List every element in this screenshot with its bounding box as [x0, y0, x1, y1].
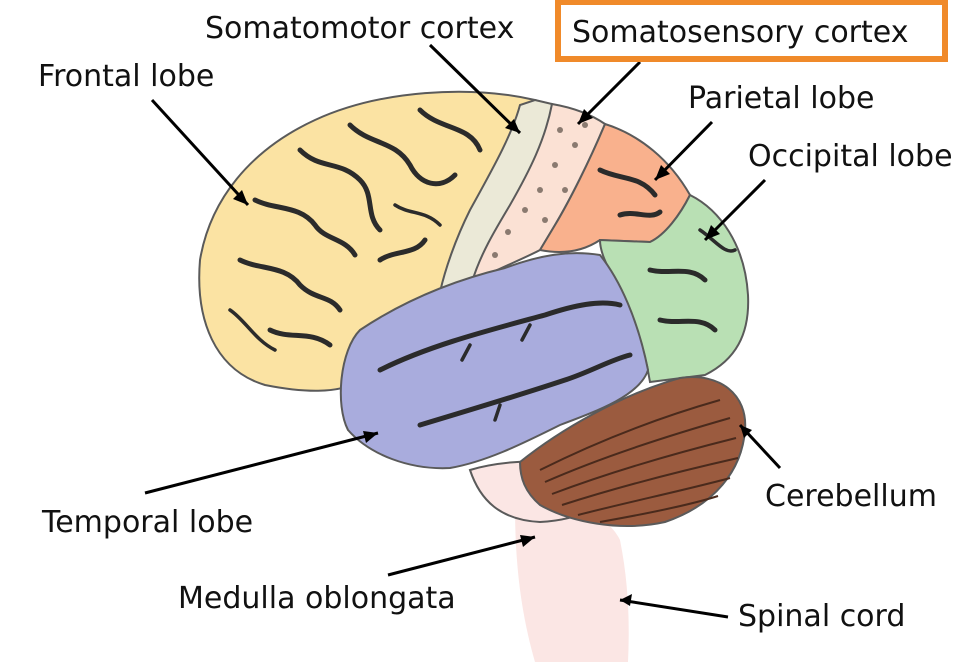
arrowhead-somatosensory	[578, 109, 593, 124]
arrowheads	[233, 109, 752, 606]
arrowhead-cerebellum	[740, 425, 752, 438]
label-somatomotor-cortex: Somatomotor cortex	[205, 11, 514, 46]
arrowhead-parietal	[655, 165, 670, 180]
leader-medulla	[387, 535, 536, 577]
label-occipital-lobe: Occipital lobe	[748, 139, 953, 174]
leader-spinal	[619, 598, 729, 619]
arrowhead-spinal	[620, 594, 632, 606]
label-frontal-lobe: Frontal lobe	[38, 59, 214, 94]
label-spinal-cord: Spinal cord	[738, 599, 905, 634]
cerebellum-folia	[539, 399, 739, 523]
leader-frontal	[150, 98, 250, 207]
label-parietal-lobe: Parietal lobe	[688, 81, 874, 116]
leader-temporal	[144, 431, 379, 495]
arrowhead-frontal	[233, 190, 248, 205]
temporal-sulci	[377, 300, 633, 428]
label-medulla-oblongata: Medulla oblongata	[178, 581, 456, 616]
leader-somatomotor	[428, 43, 522, 135]
arrowhead-somatomotor	[505, 119, 520, 133]
arrowhead-medulla	[520, 535, 535, 547]
frontal-sulci	[228, 107, 483, 352]
spinal-cord-region	[515, 501, 629, 662]
label-somatosensory-cortex: Somatosensory cortex	[572, 15, 908, 50]
arrowhead-temporal	[363, 431, 378, 443]
arrowhead-occipital	[705, 225, 720, 240]
somatosensory-highlight-box	[555, 0, 948, 62]
somatosensory-texture	[492, 122, 588, 258]
label-cerebellum: Cerebellum	[765, 479, 937, 514]
parietal-occipital-sulci	[597, 167, 737, 333]
label-temporal-lobe: Temporal lobe	[41, 505, 253, 540]
